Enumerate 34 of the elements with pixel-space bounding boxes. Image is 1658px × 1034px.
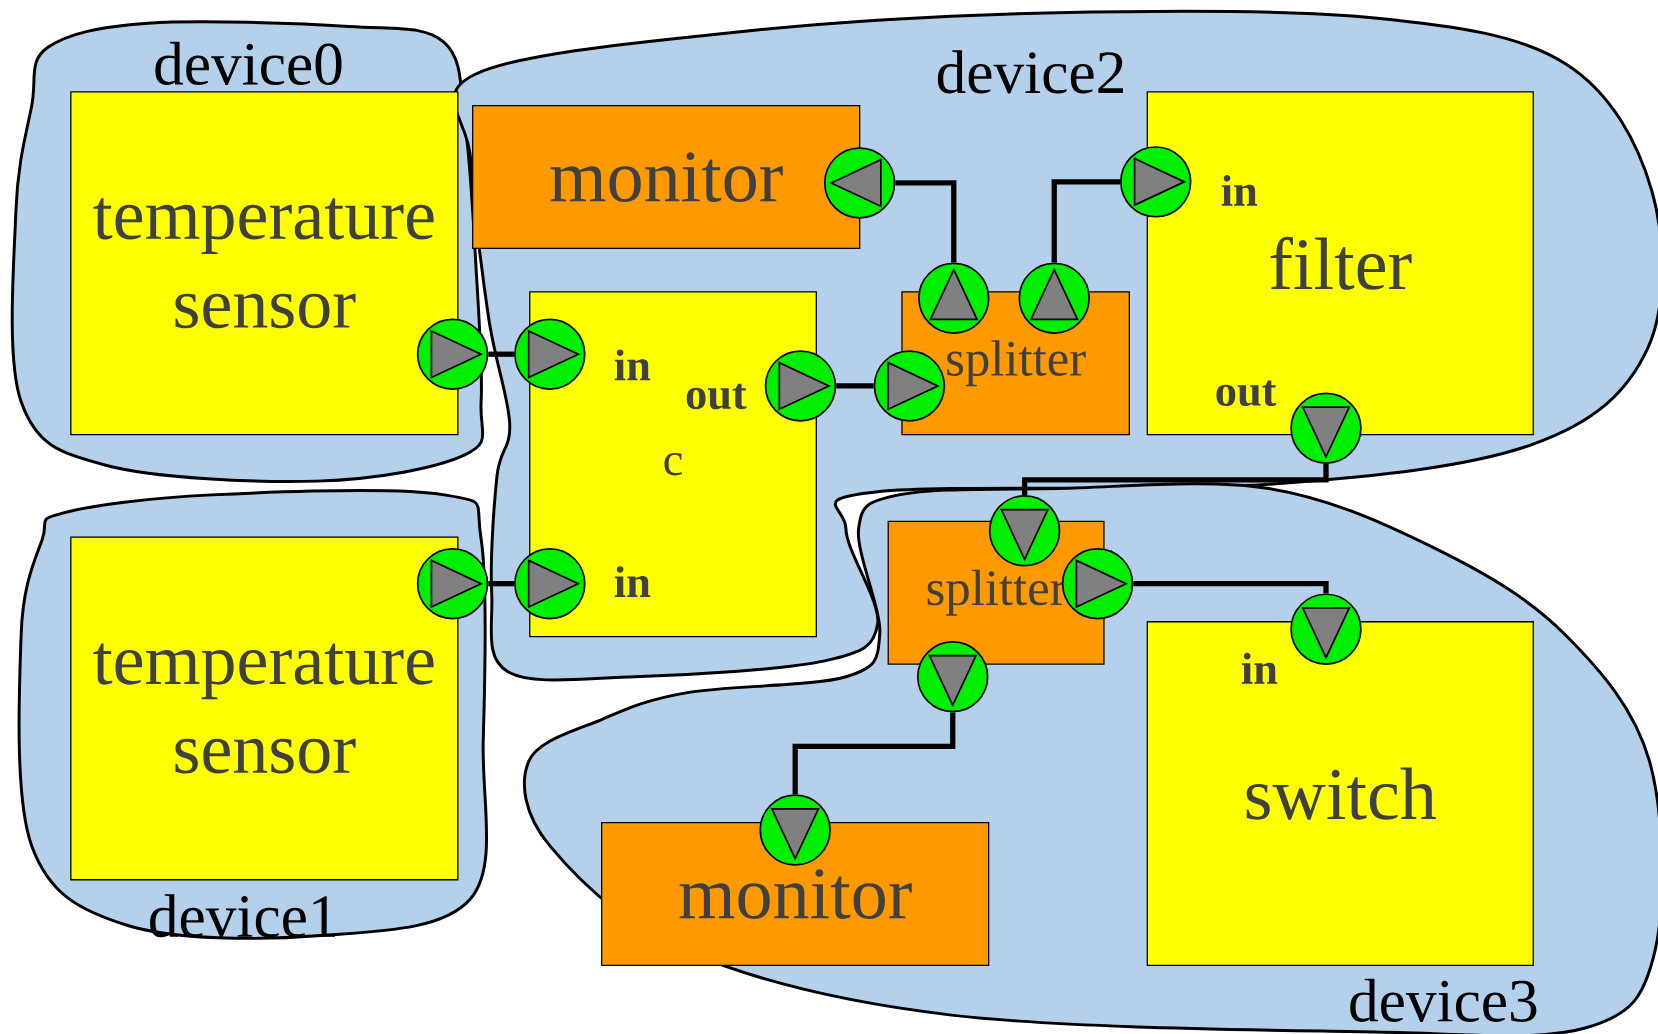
port-label: in — [614, 566, 651, 597]
port-circle — [1018, 262, 1090, 334]
connector-line — [836, 383, 874, 389]
port-circle — [416, 318, 489, 390]
connector-line — [488, 351, 515, 357]
port-circle — [823, 147, 896, 219]
connector-line — [1051, 179, 1120, 263]
port-circle — [1061, 547, 1134, 620]
port-label: in — [1221, 174, 1258, 206]
port-circle — [416, 547, 489, 620]
component-box: temperature sensor — [70, 536, 459, 881]
port-circle — [917, 640, 989, 713]
port-circle — [988, 495, 1061, 567]
port-label: in — [1241, 652, 1278, 684]
connector-line — [1133, 580, 1329, 594]
port-circle — [873, 350, 946, 422]
component-box: monitor — [472, 105, 861, 250]
connector-line — [1022, 463, 1329, 495]
port-label: out — [1216, 380, 1277, 407]
port-circle — [759, 794, 831, 866]
port-circle — [1290, 593, 1362, 665]
connector-line — [488, 580, 515, 587]
port-circle — [1120, 146, 1192, 218]
port-circle — [918, 262, 990, 334]
port-label: out — [686, 383, 747, 410]
port-circle — [1290, 392, 1362, 464]
component-box: monitor — [601, 821, 990, 966]
connector-line — [792, 712, 956, 795]
connector-line — [895, 180, 957, 263]
port-circle — [764, 350, 837, 422]
component-box: temperature sensor — [70, 91, 459, 436]
port-circle — [514, 318, 586, 390]
port-label: in — [614, 349, 651, 381]
port-circle — [514, 547, 586, 620]
